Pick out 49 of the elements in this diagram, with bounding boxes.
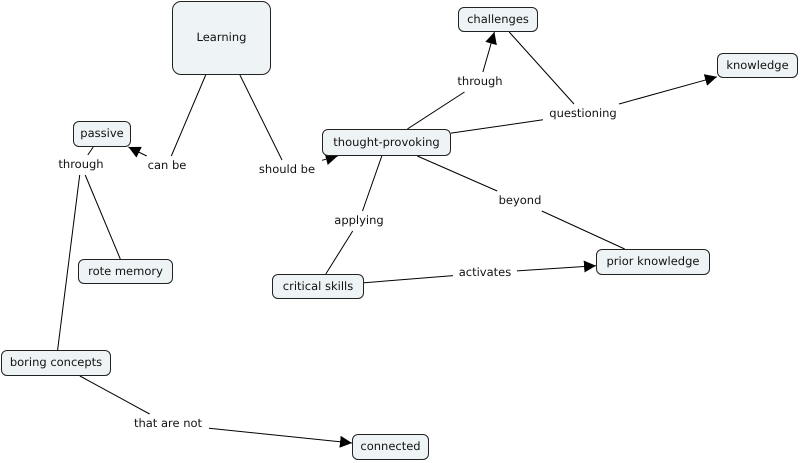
concept-box [352,434,429,460]
connector-line [416,156,498,192]
linking-phrase: questioning [545,106,621,122]
linking-phrase: activates [455,265,515,281]
concept-box [322,129,451,156]
linking-phrase: beyond [495,193,545,209]
concept-box [596,249,710,275]
concept-box [1,350,111,376]
connector-line [406,92,465,130]
concept-label: knowledge [726,58,789,72]
connector-line [450,119,544,134]
connector-line [84,174,121,260]
concept-box [458,7,538,32]
linking-phrase: that are not [129,416,207,432]
arrow [208,428,352,448]
connector-line [364,275,454,284]
concept-label: passive [80,127,124,141]
connector-line [87,146,94,156]
linking-phrase: should be [254,162,320,178]
connector-line [325,230,354,274]
concept-label: thought-provoking [333,136,440,150]
arrow [516,260,596,272]
linking-phrase: can be [143,158,191,174]
concept-label: boring concepts [10,356,102,370]
concept-box [73,121,131,147]
concept-label: Learning [196,31,246,45]
concept-box [272,274,364,299]
concept-label: rote memory [88,264,163,278]
connector-line [362,156,382,212]
arrow [618,74,718,104]
connector-line [170,74,206,156]
connector-line [79,376,150,414]
arrow [322,153,338,165]
connector-line [541,210,626,250]
concept-label: prior knowledge [606,255,700,269]
linking-phrase: through [453,74,507,90]
concept-label: challenges [467,12,529,26]
root-concept-box [172,1,271,75]
linking-phrase: through [54,157,108,173]
arrow [482,32,497,72]
concept-box [78,259,173,284]
connector-line [508,32,574,104]
linking-phrase: applying [331,213,387,229]
concept-label: connected [360,440,421,454]
concept-label: critical skills [282,280,354,294]
connector-line [239,74,282,160]
connector-line [57,174,80,350]
concept-box [717,53,798,78]
arrow [128,146,148,158]
